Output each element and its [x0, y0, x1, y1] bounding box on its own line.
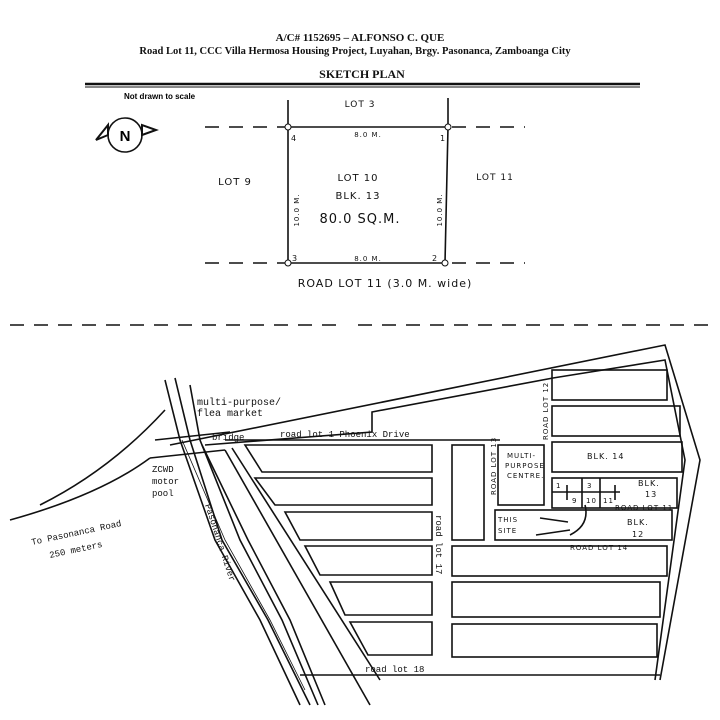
corner-4: 4 [291, 134, 297, 143]
bridge-label: bridge [212, 433, 244, 443]
blk-13-label: BLK. [638, 479, 660, 488]
road-lot-11-map-label: ROAD LOT 11 [615, 504, 673, 512]
road-lot-11-label: ROAD LOT 11 (3.0 M. wide) [298, 277, 473, 290]
lot-1: 1 [556, 482, 561, 490]
zcwd-label: ZCWD [152, 465, 174, 475]
svg-text:13: 13 [645, 490, 657, 499]
road-lot-13-label: ROAD LOT 13 [490, 437, 498, 495]
address: Road Lot 11, CCC Villa Hermosa Housing P… [139, 46, 571, 57]
road-lot-17-label: road lot 17 [433, 515, 443, 574]
lot-10-label: LOT 10 [337, 173, 378, 184]
blk-14-label: BLK. 14 [587, 452, 624, 461]
market-label: multi-purpose/ [197, 397, 281, 409]
area-label: 80.0 SQ.M. [319, 212, 400, 227]
lot-3: 3 [587, 482, 592, 490]
lot-3-label: LOT 3 [345, 100, 376, 110]
road-lot-18-label: road lot 18 [365, 665, 424, 675]
svg-text:N: N [120, 128, 131, 145]
lot-10: 10 [586, 497, 597, 505]
this-site-label: THIS [497, 516, 518, 524]
right-side-length: 10.0 M. [436, 193, 444, 226]
scale-note: Not drawn to scale [124, 92, 196, 101]
lot-9: 9 [572, 497, 577, 505]
market-label-2: flea market [197, 408, 263, 420]
page-title: SKETCH PLAN [319, 67, 405, 81]
bottom-side-length: 8.0 M. [354, 255, 382, 263]
lot-plan [205, 98, 525, 267]
corner-2: 2 [432, 254, 438, 263]
lot-11-label: LOT 11 [476, 173, 514, 183]
lot-9-label: LOT 9 [218, 177, 252, 188]
svg-text:CENTRE.: CENTRE. [507, 472, 544, 480]
svg-text:pool: pool [152, 489, 174, 499]
blk-12-label: BLK. [627, 518, 649, 527]
road-lot-1-label: road lot 1 Phoenix Drive [280, 430, 410, 440]
svg-text:motor: motor [152, 477, 179, 487]
left-side-length: 10.0 M. [293, 193, 301, 226]
corner-1: 1 [440, 134, 446, 143]
top-side-length: 8.0 M. [354, 131, 382, 139]
svg-text:SITE: SITE [498, 527, 517, 535]
account-title: A/C# 1152695 – ALFONSO C. QUE [276, 32, 445, 44]
to-pasonanca-road-label: To Pasonanca Road [31, 519, 123, 548]
svg-text:PURPOSE: PURPOSE [505, 462, 545, 470]
vicinity-map [9, 344, 701, 706]
lot-11: 11 [603, 497, 614, 505]
north-arrow-icon: N [95, 117, 159, 153]
road-lot-12-label: ROAD LOT 12 [542, 382, 550, 440]
multi-purpose-centre-label: MULTI- [507, 452, 536, 460]
svg-text:250 meters: 250 meters [49, 540, 104, 561]
river-label: Pasonanca River [202, 503, 237, 583]
road-lot-14-label: ROAD LOT 14 [570, 544, 628, 552]
svg-text:12: 12 [632, 530, 644, 539]
corner-3: 3 [292, 254, 298, 263]
block-label: BLK. 13 [335, 191, 380, 202]
